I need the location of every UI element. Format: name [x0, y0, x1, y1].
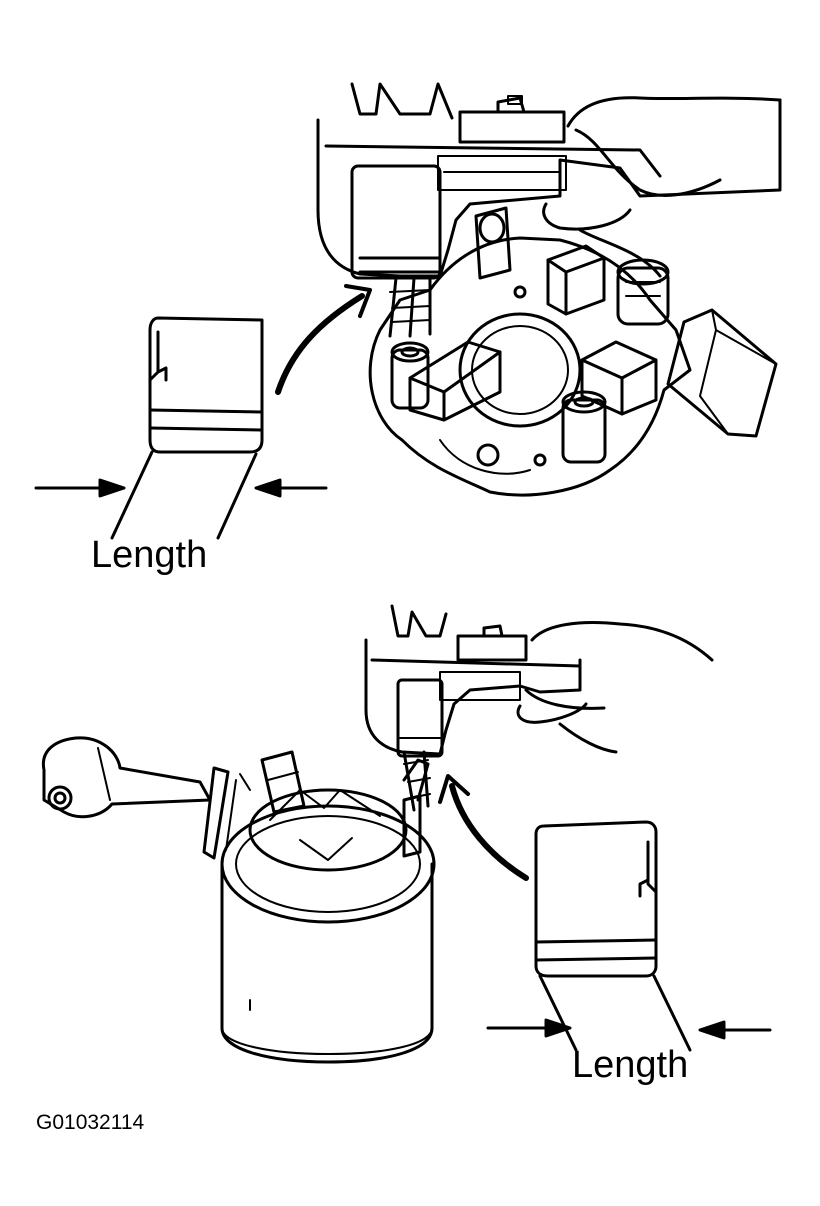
arrow-to-caliper-bottom — [438, 774, 529, 881]
length-label-bottom: Length — [572, 1044, 689, 1086]
brush-removed-right — [666, 308, 778, 438]
length-label-top: Length — [91, 534, 208, 576]
brush-detail-bottom — [534, 820, 658, 978]
arrow-to-caliper-top — [275, 284, 372, 395]
hand-top — [542, 96, 782, 278]
brush-holder-plate — [368, 236, 692, 497]
dimension-arrows-top — [34, 450, 328, 540]
hand-bottom — [516, 621, 714, 754]
bottom-scene — [41, 604, 772, 1064]
brush-box-top — [546, 244, 606, 316]
brush-detail-top — [148, 316, 264, 454]
commutator-assembly — [202, 750, 430, 872]
brush-lead-bottom — [402, 750, 431, 812]
caliper-bottom — [364, 604, 582, 758]
figure-id: G01032114 — [36, 1111, 145, 1134]
lead-wire-terminal — [41, 736, 212, 819]
brush-box-left — [408, 340, 502, 422]
dimension-arrows-bottom — [486, 974, 772, 1052]
brush-box-rear — [474, 206, 512, 280]
top-scene — [34, 82, 782, 540]
motor-yoke — [220, 804, 436, 1064]
brush-box-right — [580, 340, 658, 416]
caliper-top — [316, 82, 782, 280]
brush-lead-top — [388, 274, 432, 338]
